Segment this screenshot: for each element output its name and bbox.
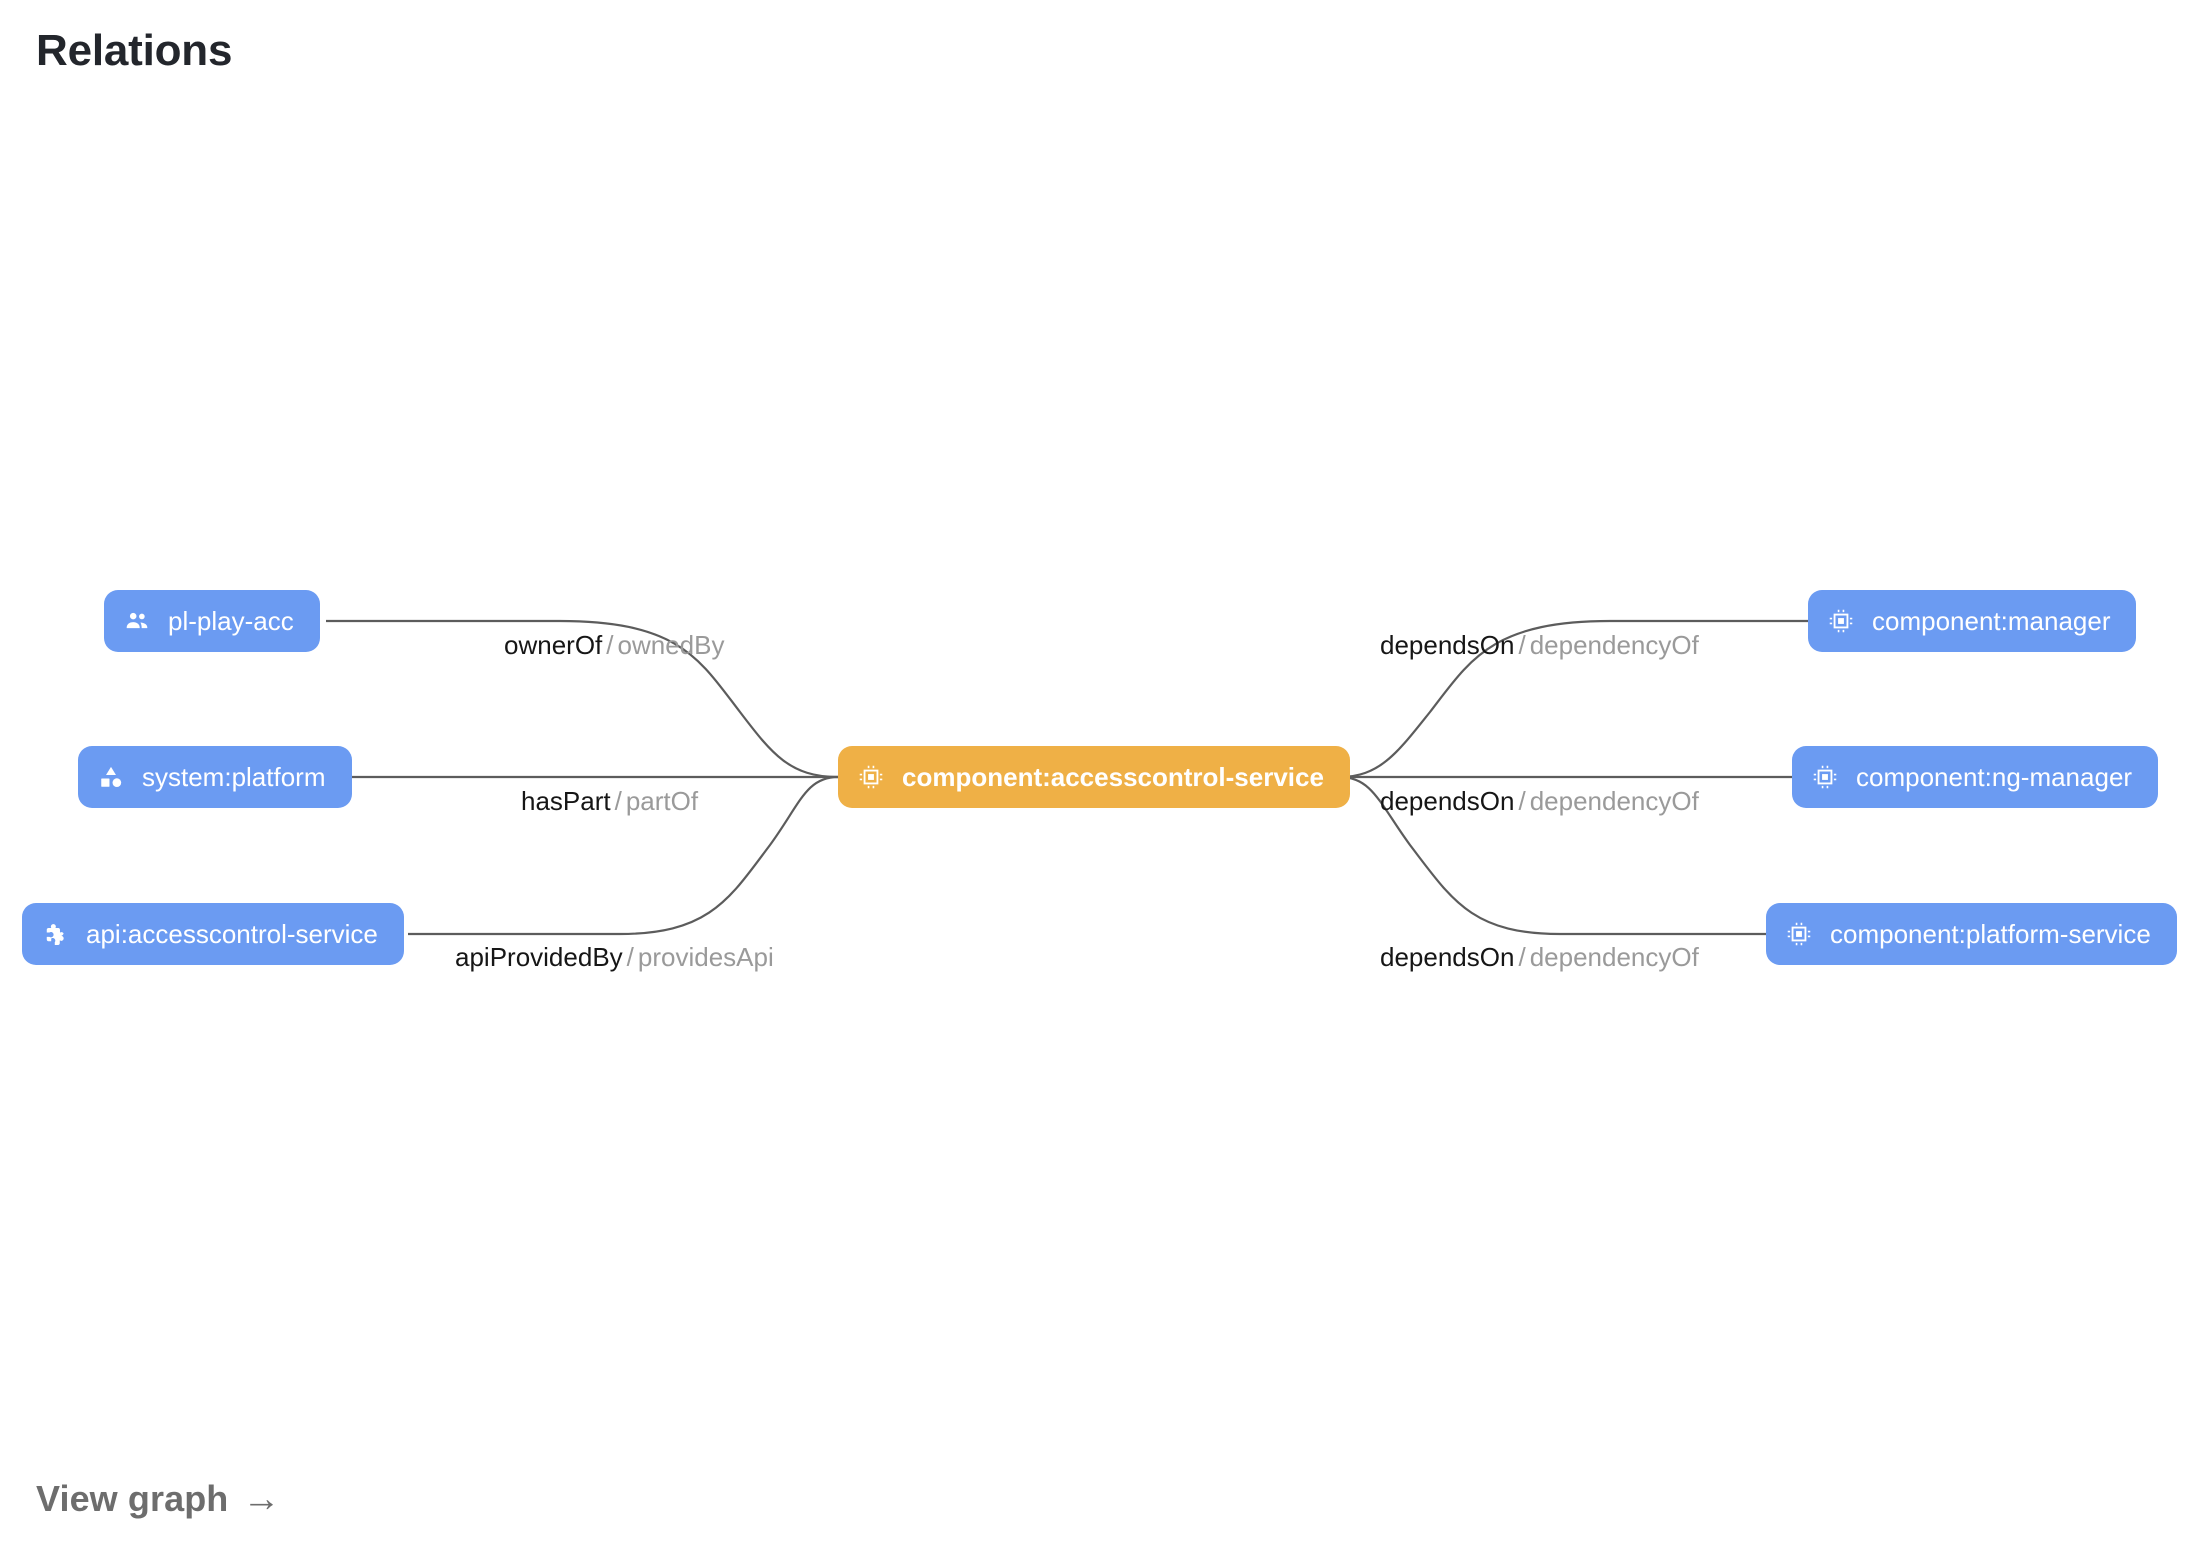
chip-icon — [1812, 764, 1838, 790]
edge-label-separator: / — [626, 942, 634, 972]
graph-node-system-platform[interactable]: system:platform — [78, 746, 352, 808]
graph-node-component-platform-service[interactable]: component:platform-service — [1766, 903, 2177, 965]
graph-node-label: api:accesscontrol-service — [86, 919, 378, 949]
edge-label-haspart: hasPart/partOf — [521, 788, 698, 814]
extension-icon — [42, 921, 68, 947]
graph-node-component-manager[interactable]: component:manager — [1808, 590, 2137, 652]
graph-node-focus-component-accesscontrol-service[interactable]: component:accesscontrol-service — [838, 746, 1350, 808]
graph-node-label: component:platform-service — [1830, 919, 2151, 949]
edge-label-forward: ownerOf — [504, 630, 603, 660]
graph-node-label: component:accesscontrol-service — [902, 762, 1324, 792]
page-title: Relations — [36, 26, 233, 75]
edge-label-dependson-manager: dependsOn/dependencyOf — [1380, 632, 1699, 658]
edge-label-separator: / — [1518, 786, 1526, 816]
edge-label-forward: dependsOn — [1380, 942, 1515, 972]
edge-label-reverse: dependencyOf — [1529, 630, 1699, 660]
graph-node-pl-play-acc[interactable]: pl-play-acc — [104, 590, 320, 652]
graph-node-label: component:manager — [1872, 606, 2111, 636]
group-icon — [124, 608, 150, 634]
view-graph-label: View graph — [36, 1478, 229, 1519]
edge-label-separator: / — [1518, 942, 1526, 972]
edge-label-reverse: ownedBy — [617, 630, 725, 660]
edge-label-ownerof: ownerOf/ownedBy — [504, 632, 724, 658]
edge-label-forward: hasPart — [521, 786, 611, 816]
category-icon — [98, 764, 124, 790]
chip-icon — [858, 764, 884, 790]
edge-label-reverse: providesApi — [637, 942, 774, 972]
edge-label-reverse: dependencyOf — [1529, 942, 1699, 972]
edge-label-dependson-platform-service: dependsOn/dependencyOf — [1380, 944, 1699, 970]
view-graph-link[interactable]: View graph → — [36, 1478, 281, 1520]
graph-node-label: system:platform — [142, 762, 326, 792]
graph-node-component-ng-manager[interactable]: component:ng-manager — [1792, 746, 2159, 808]
edge-label-forward: apiProvidedBy — [455, 942, 623, 972]
edge-label-forward: dependsOn — [1380, 630, 1515, 660]
chip-icon — [1828, 608, 1854, 634]
edge-label-reverse: partOf — [625, 786, 699, 816]
edge-label-dependson-ng-manager: dependsOn/dependencyOf — [1380, 788, 1699, 814]
edge-label-separator: / — [614, 786, 622, 816]
edge-label-forward: dependsOn — [1380, 786, 1515, 816]
arrow-right-icon: → — [242, 1478, 281, 1520]
graph-node-label: component:ng-manager — [1856, 762, 2133, 792]
graph-node-api-accesscontrol-service[interactable]: api:accesscontrol-service — [22, 903, 404, 965]
edge-label-separator: / — [606, 630, 614, 660]
chip-icon — [1786, 921, 1812, 947]
edge-label-separator: / — [1518, 630, 1526, 660]
edge-label-reverse: dependencyOf — [1529, 786, 1699, 816]
graph-node-label: pl-play-acc — [168, 606, 294, 636]
edge-label-apiprovidedby: apiProvidedBy/providesApi — [455, 944, 774, 970]
